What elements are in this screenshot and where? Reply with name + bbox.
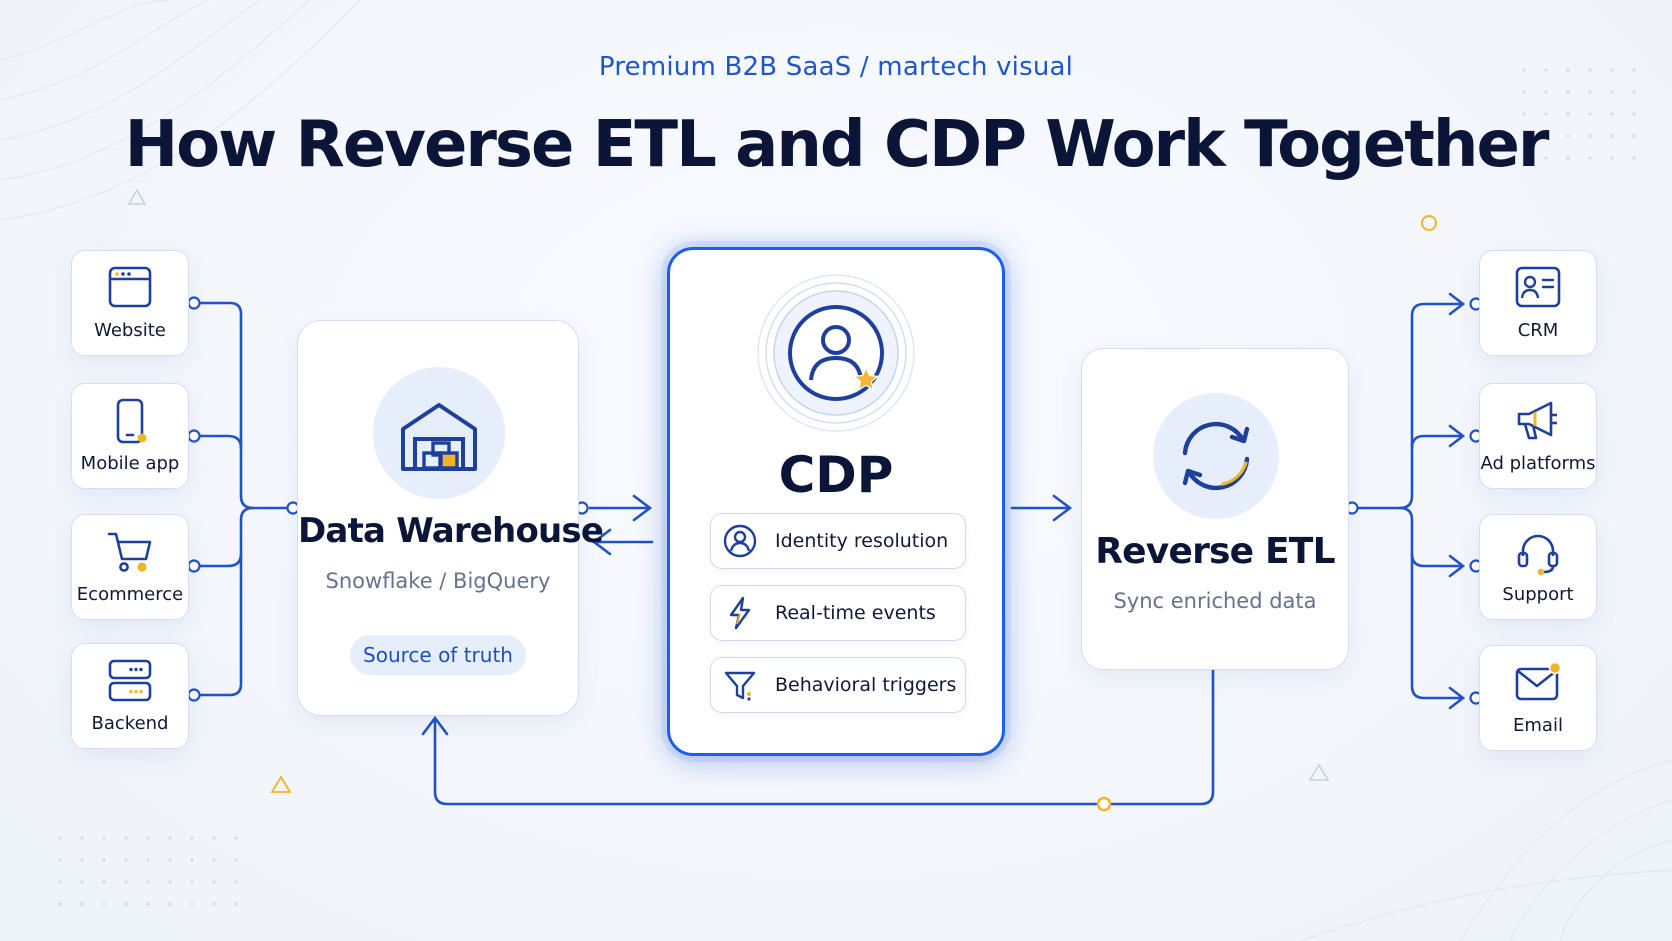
feature-real-time-events[interactable]: Real-time events (710, 585, 966, 641)
dot-grid-bottom-left (58, 836, 238, 906)
destination-label: Email (1513, 715, 1563, 736)
port-mobile (187, 429, 201, 443)
cdp-card[interactable]: CDP Identity resolution Real-time events… (667, 247, 1005, 756)
port-website (187, 296, 201, 310)
triangle-decor-icon (270, 775, 292, 793)
arrow-to-reverse-etl (1010, 494, 1073, 522)
funnel-icon (723, 668, 757, 702)
warehouse-name: Data Warehouse (298, 511, 604, 551)
megaphone-icon (1480, 398, 1596, 448)
headset-icon (1480, 529, 1596, 581)
reverse-etl-card[interactable]: Reverse ETL Sync enriched data (1081, 348, 1349, 670)
source-of-truth-badge: Source of truth (350, 635, 526, 675)
source-label: Ecommerce (76, 584, 184, 605)
smartphone-icon (72, 398, 188, 450)
source-card-mobile-app[interactable]: Mobile app (71, 383, 189, 489)
connector-ad-platforms (1410, 424, 1466, 450)
source-label: Website (94, 320, 166, 341)
ring-decor-icon (1421, 215, 1437, 231)
source-card-website[interactable]: Website (71, 250, 189, 356)
destination-card-support[interactable]: Support (1479, 514, 1597, 620)
customer-profile-icon (755, 272, 917, 434)
triangle-decor-icon (127, 188, 147, 205)
reverse-etl-subtitle: Sync enriched data (1113, 589, 1317, 613)
warehouse-subtitle: Snowflake / BigQuery (325, 569, 551, 593)
server-icon (72, 658, 188, 708)
data-warehouse-card[interactable]: Data Warehouse Snowflake / BigQuery Sour… (297, 320, 604, 716)
connector-email (1398, 506, 1466, 710)
header-subtitle: Premium B2B SaaS / martech visual (598, 52, 1074, 82)
connector-website (194, 301, 290, 510)
cdp-name: CDP (778, 446, 894, 504)
feature-label: Identity resolution (775, 530, 949, 552)
source-card-backend[interactable]: Backend (71, 643, 189, 749)
destination-label: CRM (1517, 320, 1559, 341)
contact-card-icon (1480, 265, 1596, 313)
connector-backend (194, 506, 255, 697)
connector-support (1410, 552, 1466, 578)
identity-user-icon (723, 524, 757, 558)
port-ecommerce (187, 559, 201, 573)
warehouse-icon (373, 367, 505, 499)
destination-label: Support (1502, 584, 1574, 605)
shopping-cart-icon (72, 529, 188, 579)
feature-label: Behavioral triggers (775, 674, 957, 696)
sync-arrows-icon (1153, 393, 1279, 519)
feature-label: Real-time events (775, 602, 936, 624)
source-label: Backend (91, 713, 169, 734)
connector-ecommerce (194, 552, 243, 568)
port-backend (187, 688, 201, 702)
lightning-bolt-icon (723, 596, 757, 630)
source-card-ecommerce[interactable]: Ecommerce (71, 514, 189, 620)
reverse-etl-name: Reverse ETL (1095, 531, 1335, 572)
connector-mobile (194, 434, 243, 450)
triangle-decor-icon (1308, 763, 1330, 781)
feature-identity-resolution[interactable]: Identity resolution (710, 513, 966, 569)
feature-behavioral-triggers[interactable]: Behavioral triggers (710, 657, 966, 713)
envelope-icon (1480, 660, 1596, 708)
destination-card-email[interactable]: Email (1479, 645, 1597, 751)
connector-crm (1398, 292, 1466, 510)
destination-card-ad-platforms[interactable]: Ad platforms (1479, 383, 1597, 489)
page-title: How Reverse ETL and CDP Work Together (124, 108, 1550, 182)
source-label: Mobile app (80, 453, 180, 474)
feedback-loop-node (1096, 796, 1112, 812)
browser-window-icon (72, 265, 188, 313)
destination-label: Ad platforms (1480, 453, 1596, 474)
destination-card-crm[interactable]: CRM (1479, 250, 1597, 356)
